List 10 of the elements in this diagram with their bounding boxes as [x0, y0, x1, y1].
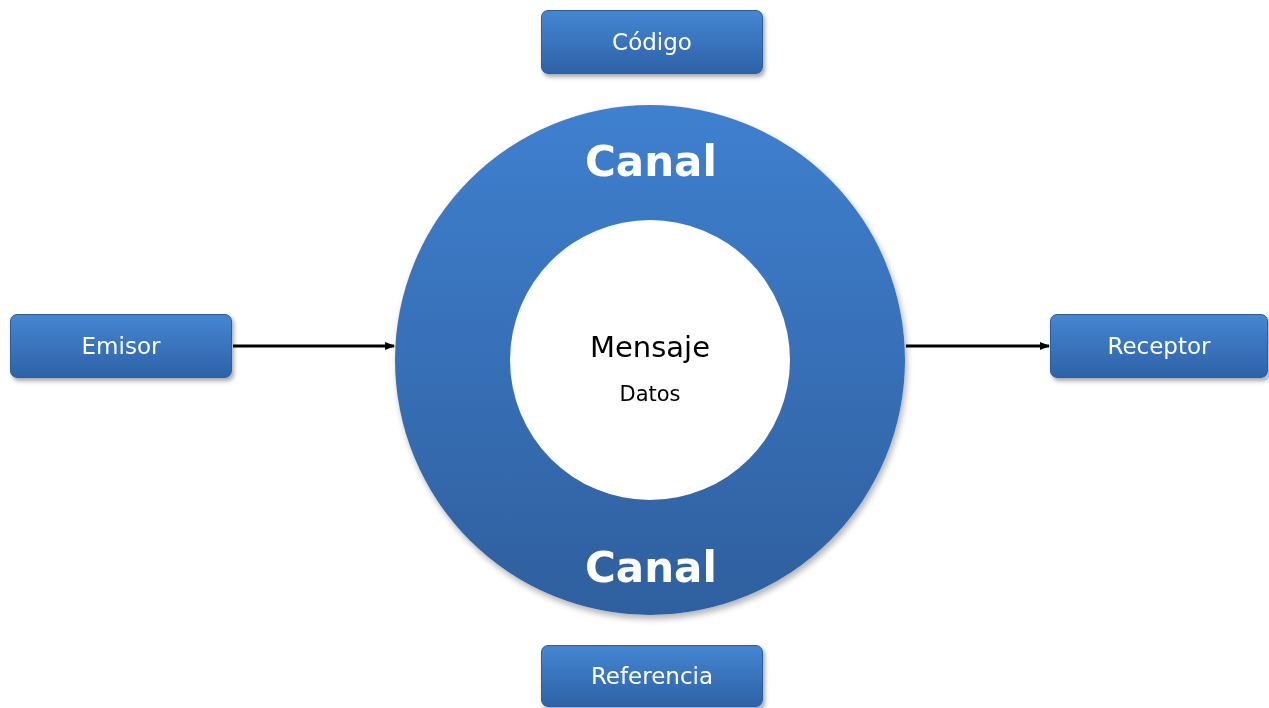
channel-label: Canal — [585, 543, 715, 592]
data-label: Datos — [618, 382, 682, 406]
message-label: Mensaje — [589, 330, 711, 364]
arrow — [233, 342, 396, 350]
receiver-box: Receptor — [1050, 314, 1268, 378]
reference-box: Referencia — [541, 645, 763, 707]
arrow — [905, 342, 1050, 350]
channel-label: Canal — [585, 137, 715, 186]
sender-box: Emisor — [10, 314, 232, 378]
code-box: Código — [541, 10, 763, 74]
